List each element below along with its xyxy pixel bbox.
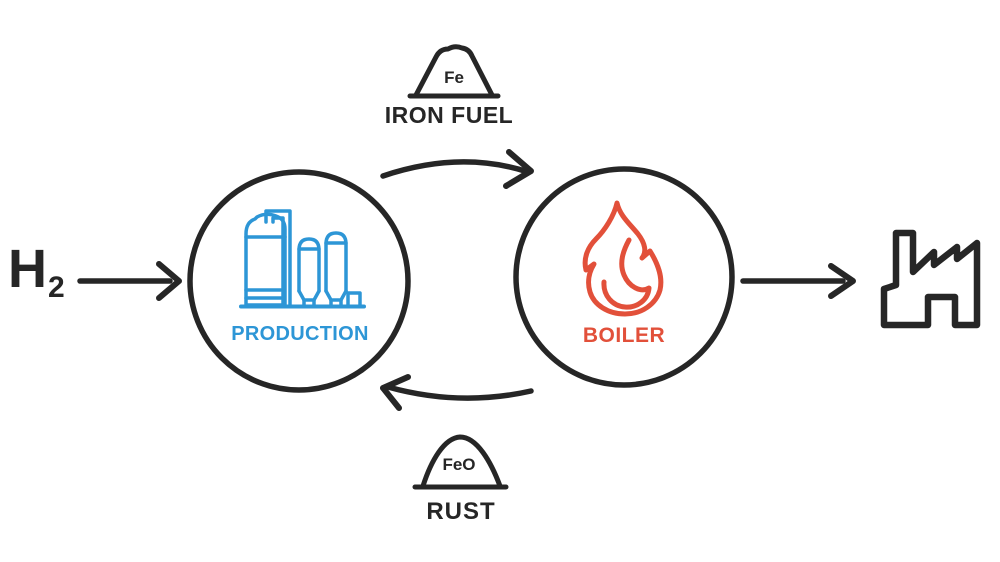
ore-mound-icon <box>412 434 509 490</box>
factory-icon <box>880 229 981 329</box>
rust-label: RUST <box>426 498 496 525</box>
industrial-tanks-icon <box>239 209 366 309</box>
rust-flow-arrow <box>380 374 534 411</box>
arrow-head <box>828 263 856 299</box>
h2-subscript: 2 <box>48 271 65 304</box>
arrow-head <box>156 261 182 301</box>
h2-input-label: H2 <box>8 239 65 303</box>
rust-material-label: FeO <box>442 455 476 474</box>
h2-input-arrow <box>77 261 182 301</box>
iron-fuel-label: IRON FUEL <box>384 102 514 128</box>
h2-symbol: H <box>8 239 47 299</box>
production-label: PRODUCTION <box>231 323 369 345</box>
iron-fuel-material-label: Fe <box>444 68 464 87</box>
boiler-label: BOILER <box>582 324 666 347</box>
flame-icon <box>582 200 664 317</box>
iron-fuel-flow-arrow <box>380 149 534 189</box>
ore-pile-icon <box>407 44 501 99</box>
arrow-shaft <box>380 159 531 179</box>
arrow-head <box>380 374 411 411</box>
arrow-shaft <box>385 384 534 401</box>
arrow-head <box>503 149 534 189</box>
output-arrow <box>740 263 856 299</box>
